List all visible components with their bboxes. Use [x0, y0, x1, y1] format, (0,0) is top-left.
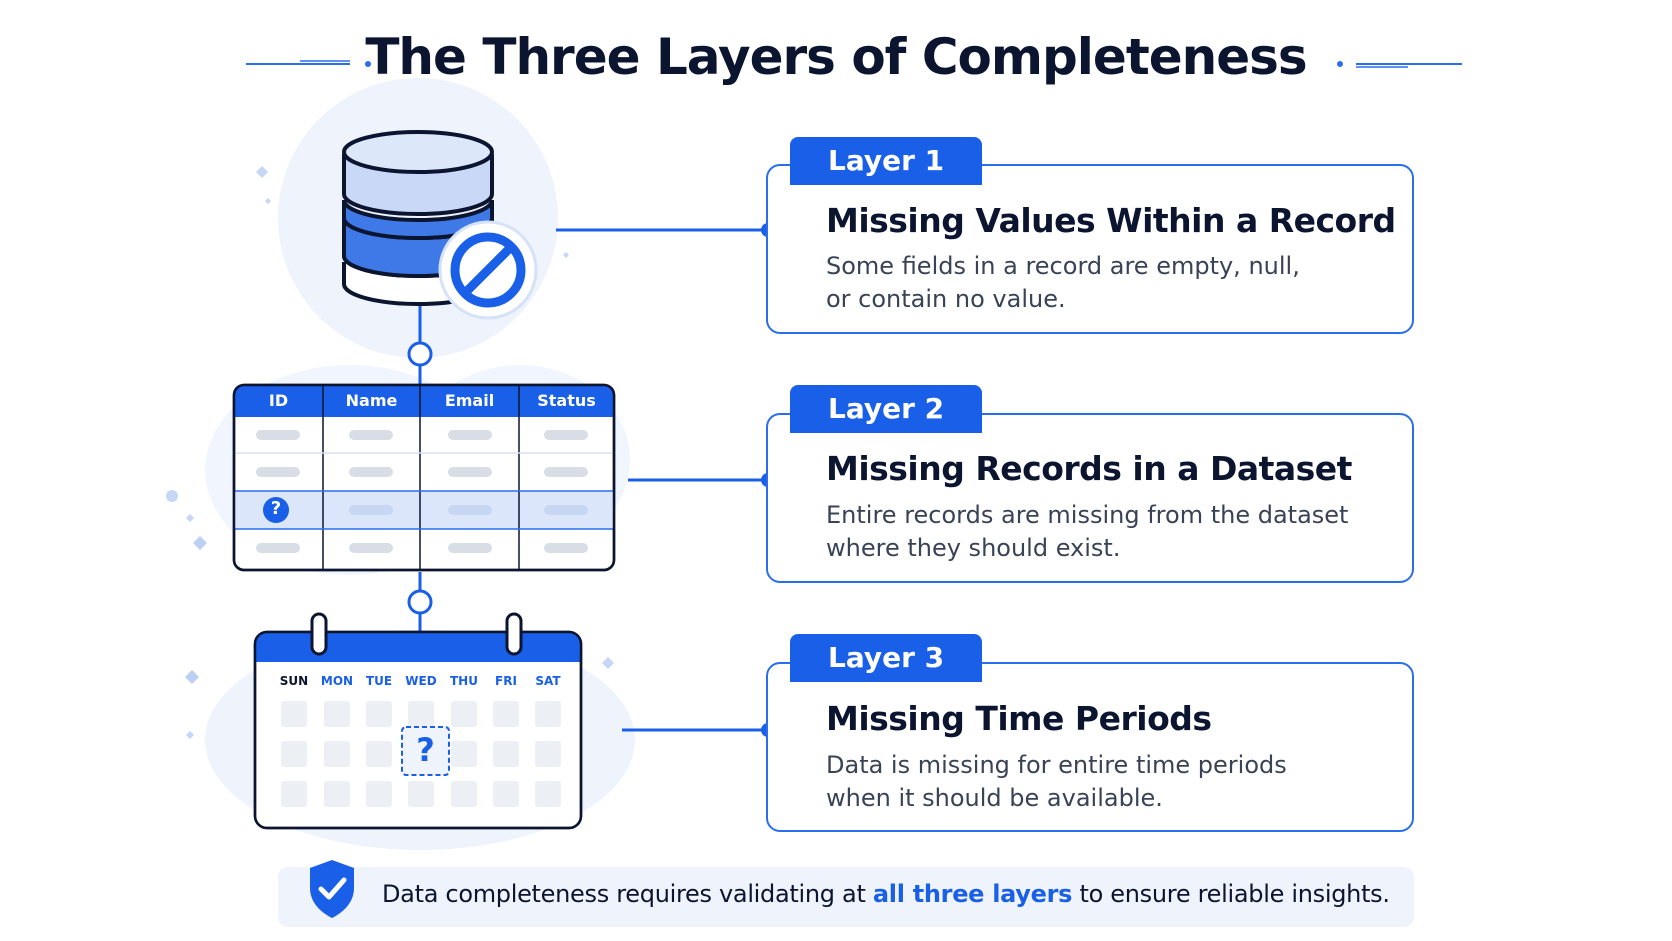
layer-1-description-line-1: Some fields in a record are empty, null,: [826, 252, 1300, 280]
footer-text-before: Data completeness requires validating at: [382, 880, 873, 908]
layer-3-description-line-1: Data is missing for entire time periods: [826, 751, 1287, 779]
table-placeholder-bar: [349, 543, 393, 553]
calendar-day-cell: [281, 701, 307, 727]
calendar-day-cell: [493, 741, 519, 767]
layer-3-description-line-2: when it should be available.: [826, 784, 1163, 812]
calendar-day-cell: [366, 741, 392, 767]
sparkle: [186, 514, 194, 522]
sparkle: [602, 657, 614, 669]
sparkle: [185, 670, 199, 684]
calendar-day-cell: [366, 701, 392, 727]
layer-1-description: Some fields in a record are empty, null,…: [826, 250, 1386, 316]
table-header-email: Email: [444, 391, 495, 410]
table-placeholder-bar: [448, 505, 492, 515]
layer-2-tag: Layer 2: [790, 385, 983, 433]
footer-text-after: to ensure reliable insights.: [1072, 880, 1390, 908]
table-placeholder-bar: [256, 430, 300, 440]
sparkle: [256, 166, 268, 178]
layer-3-card: [766, 662, 1414, 832]
layer-2-heading: Missing Records in a Dataset: [826, 449, 1352, 488]
table-missing-question: ?: [270, 498, 282, 519]
records-table: [232, 383, 616, 572]
calendar-day-cell: [408, 701, 434, 727]
question-mark-icon: [263, 497, 289, 523]
table-header-id: ID: [268, 391, 289, 410]
table-placeholder-bar: [349, 505, 393, 515]
table-placeholder-bar: [544, 467, 588, 477]
table-header-status: Status: [537, 391, 596, 410]
calendar-day-cell: [408, 781, 434, 807]
calendar-day-cell: [535, 781, 561, 807]
table-header-name: Name: [345, 391, 398, 410]
connector-node-2: [407, 589, 433, 615]
connector-node-1: [407, 341, 433, 367]
table-placeholder-bar: [448, 543, 492, 553]
table-placeholder-bar: [349, 430, 393, 440]
title-decoration-right: [1337, 61, 1462, 68]
sparkle: [563, 252, 569, 258]
layer-3-heading: Missing Time Periods: [826, 699, 1212, 738]
calendar-day-cell: [535, 701, 561, 727]
calendar-day-label-sat: SAT: [535, 674, 561, 688]
footer-text: Data completeness requires validating at…: [382, 880, 1390, 908]
table-placeholder-bar: [544, 543, 588, 553]
table-placeholder-bar: [349, 467, 393, 477]
calendar-day-cell: [324, 781, 350, 807]
calendar-day-cell: [451, 741, 477, 767]
calendar-day-label-wed: WED: [405, 674, 437, 688]
calendar-missing-day: [401, 726, 450, 776]
calendar-day-cell: [451, 701, 477, 727]
calendar-day-cell: [493, 781, 519, 807]
footer-banner: [278, 867, 1414, 927]
layer-1-tag: Layer 1: [790, 137, 983, 185]
layer-2-card: [766, 413, 1414, 583]
layer-2-description-line-2: where they should exist.: [826, 534, 1121, 562]
layer-3-tag: Layer 3: [790, 634, 983, 682]
layer-2-description-line-1: Entire records are missing from the data…: [826, 501, 1349, 529]
calendar-day-cell: [281, 781, 307, 807]
sparkle: [265, 198, 271, 204]
no-entry-icon: [438, 220, 538, 320]
table-placeholder-bar: [448, 467, 492, 477]
calendar-missing-question: ?: [416, 731, 435, 769]
footer-highlight: all three layers: [872, 880, 1073, 908]
calendar-day-cell: [324, 701, 350, 727]
calendar-day-cell: [493, 701, 519, 727]
layer-1-card: [766, 164, 1414, 334]
layer-1-heading: Missing Values Within a Record: [826, 201, 1396, 240]
sparkle: [193, 536, 207, 550]
table-header: ID Name Email Status: [234, 385, 614, 417]
calendar-day-cells: [281, 701, 561, 807]
table-placeholder-bar: [256, 467, 300, 477]
calendar-day-label-tue: TUE: [365, 674, 393, 688]
calendar-icon: [253, 612, 583, 830]
table-placeholder-bar: [544, 430, 588, 440]
layer-3-description: Data is missing for entire time periods …: [826, 749, 1386, 815]
calendar-day-cell: [535, 741, 561, 767]
calendar-day-label-thu: THU: [450, 674, 478, 688]
calendar-day-labels: SUN MON TUE WED THU FRI SAT: [270, 674, 570, 692]
table-placeholder-bar: [544, 505, 588, 515]
title-decoration-left: [246, 60, 371, 67]
table-placeholder-cells: [256, 430, 588, 553]
calendar-day-label-sun: SUN: [279, 674, 309, 688]
sparkle: [186, 731, 194, 739]
sparkle: [166, 490, 178, 502]
calendar-day-cell: [366, 781, 392, 807]
table-placeholder-bar: [448, 430, 492, 440]
calendar-day-cell: [324, 741, 350, 767]
layer-1-description-line-2: or contain no value.: [826, 285, 1066, 313]
calendar-day-cell: [451, 781, 477, 807]
calendar-day-cell: [281, 741, 307, 767]
table-placeholder-bar: [256, 543, 300, 553]
calendar-day-label-mon: MON: [320, 674, 354, 688]
layer-2-description: Entire records are missing from the data…: [826, 499, 1386, 565]
shield-check-icon: [310, 860, 354, 918]
calendar-day-label-fri: FRI: [495, 674, 517, 688]
page-title: The Three Layers of Completeness: [365, 28, 1307, 86]
